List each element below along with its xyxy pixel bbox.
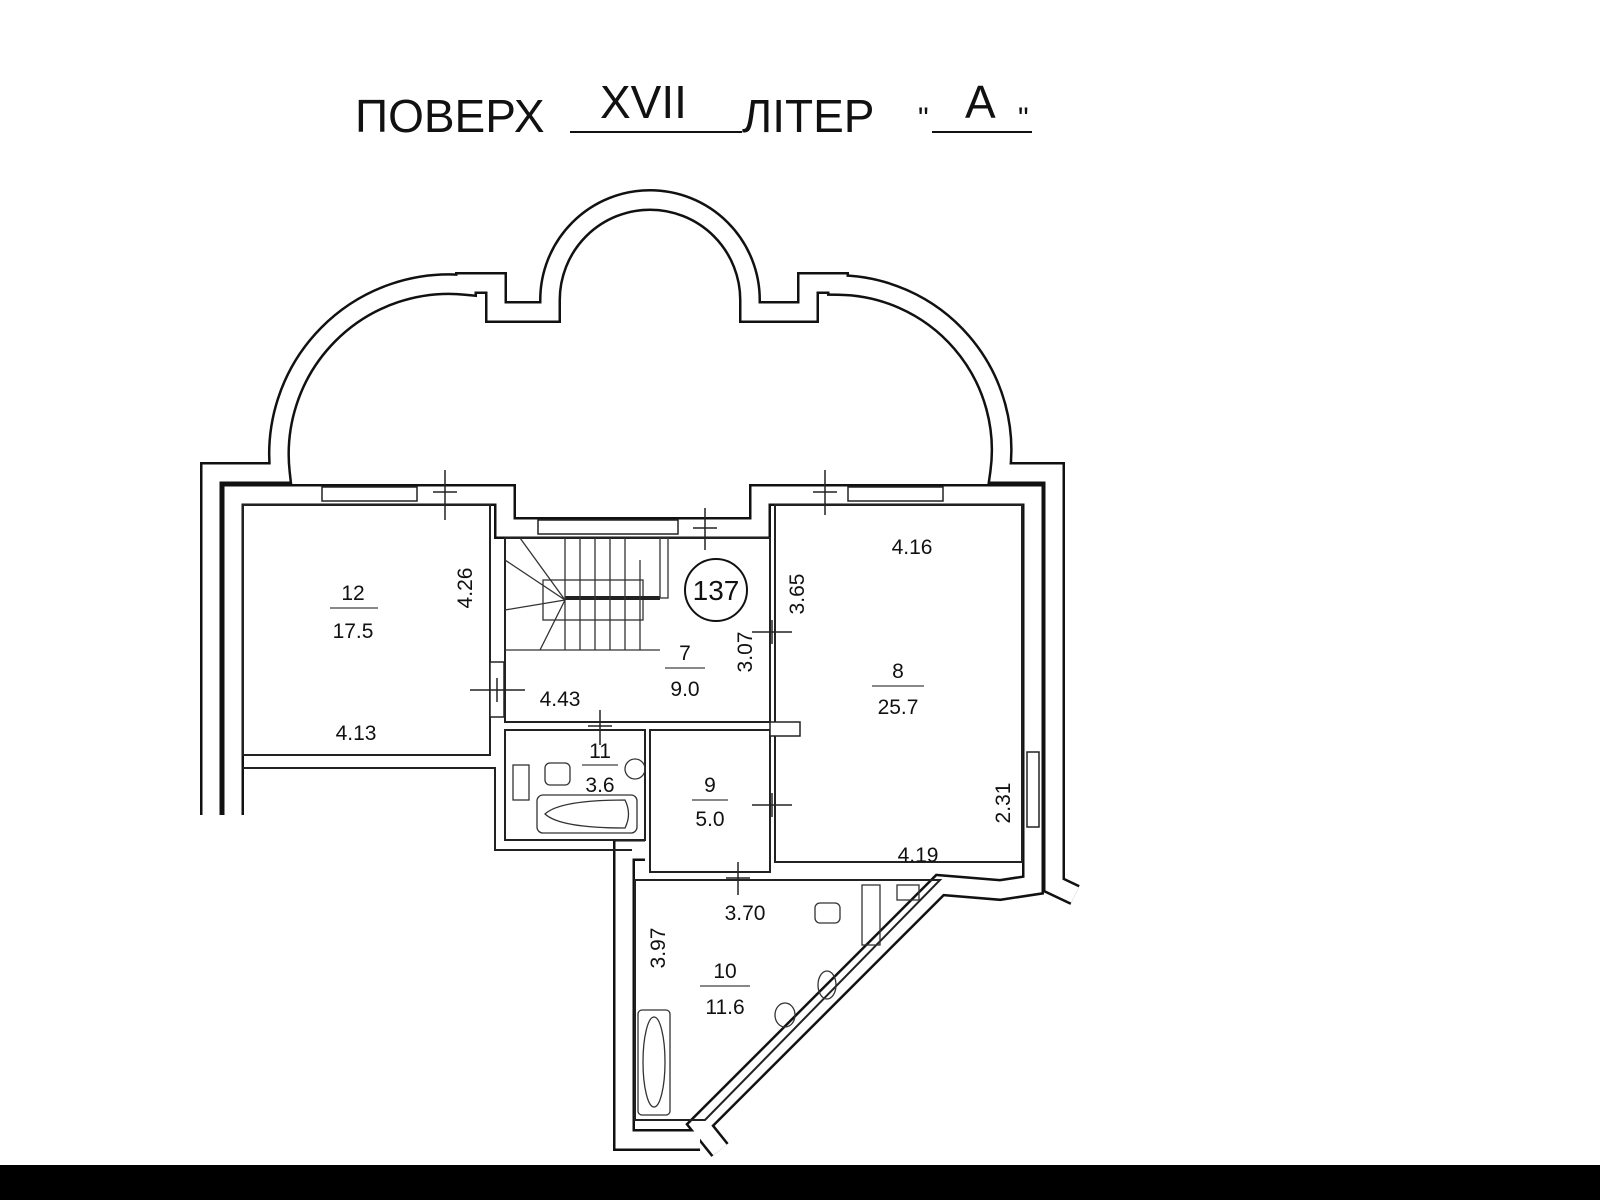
floor-value: XVII (600, 76, 687, 128)
room-number: 11 (589, 740, 611, 763)
room-area: 11.6 (705, 996, 744, 1019)
room-number: 8 (892, 660, 904, 683)
dimension-r7-height: 3.07 (734, 632, 757, 673)
dimension-ticks (433, 470, 837, 895)
letter-label: ЛІТЕР (742, 90, 874, 142)
room-number: 10 (713, 960, 736, 983)
dimension-r12-height: 4.26 (454, 568, 477, 609)
plan-title: ПОВЕРХ XVII ЛІТЕР " А " (355, 76, 1032, 142)
room-area: 5.0 (695, 808, 724, 831)
room-area: 17.5 (333, 620, 374, 643)
staircase (504, 537, 669, 651)
quote-open: " (918, 102, 929, 135)
floor-label: ПОВЕРХ (355, 90, 545, 142)
apartment-number: 137 (693, 575, 740, 606)
dimension-r12-width: 4.13 (336, 722, 377, 745)
windows (321, 486, 1040, 828)
quote-close: " (1018, 102, 1029, 135)
room-number: 12 (341, 582, 364, 605)
bathroom-fixtures (512, 758, 920, 1116)
apartment-number-badge: 137 (684, 558, 748, 622)
bottom-black-bar (0, 1165, 1600, 1200)
letter-value: А (965, 76, 996, 128)
exterior-walls (200, 189, 1080, 1157)
room-area: 9.0 (670, 678, 699, 701)
dimension-r10-height: 3.97 (647, 928, 670, 969)
interior-walls (242, 504, 1023, 1121)
room-area: 3.6 (585, 774, 614, 797)
room-area: 25.7 (878, 696, 919, 719)
room-labels: 12 17.5 7 9.0 8 25.7 11 3.6 9 5.0 10 11.… (330, 582, 924, 1019)
dimension-r10-width: 3.70 (725, 902, 766, 925)
dimension-labels: 4.26 4.13 4.43 3.07 3.65 4.16 4.19 2.31 … (336, 536, 1015, 968)
dimension-r8-side: 2.31 (992, 783, 1015, 824)
dimension-r8-bottom: 4.19 (898, 844, 939, 867)
room-number: 7 (679, 642, 691, 665)
dimension-r8-top: 4.16 (892, 536, 933, 559)
dimension-r8-height: 3.65 (786, 574, 809, 615)
dimension-r7-width: 4.43 (540, 688, 581, 711)
room-number: 9 (704, 774, 716, 797)
